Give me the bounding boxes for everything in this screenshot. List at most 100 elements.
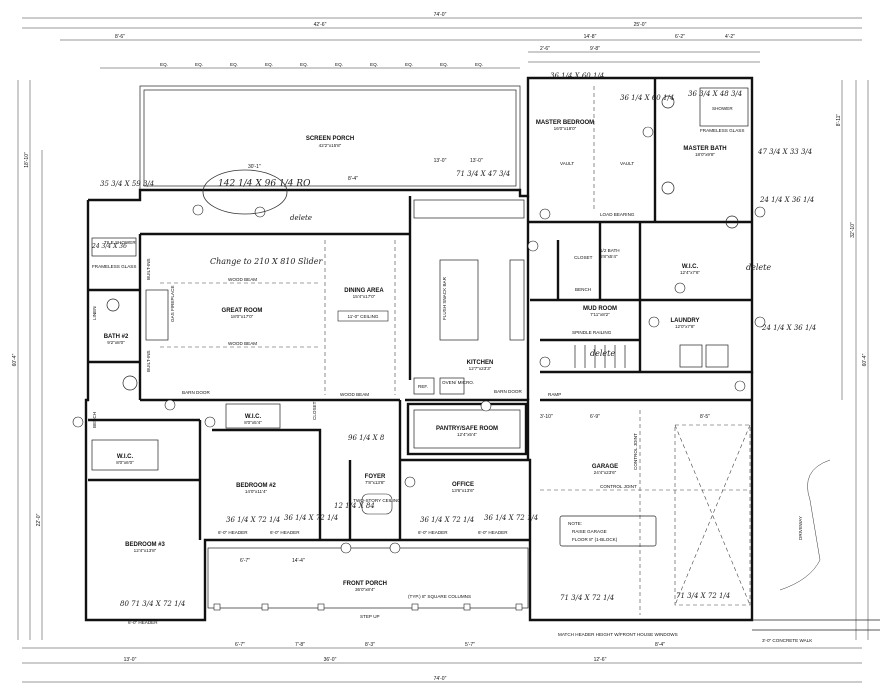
wic-3-name: W.I.C. (117, 454, 134, 460)
dim-top-right: 25'-0" (634, 22, 647, 28)
ref-label: REF. (418, 384, 428, 389)
office-size: 13'6"x13'6" (452, 488, 475, 493)
half-bath-name: 1/2 BATH (600, 248, 620, 253)
office-name: OFFICE (452, 482, 474, 488)
tile-shower-label: TILE SHOWER (104, 240, 136, 245)
office-header-b: 6'-0" HEADER (478, 530, 508, 535)
hw-master-bed-window2: 36 1/4 X 60 1/4 (620, 94, 674, 102)
oven-micro-label: OVEN/ MICRO. (442, 380, 474, 385)
center-front: FOYER 7'8"x13'8" TWO-STORY CEILING OFFIC… (353, 402, 528, 535)
wic-2-size: 8'0"x5'4" (244, 420, 262, 425)
master-suite: MASTER BEDROOM 16'0"x18'0" VAULT VAULT L… (536, 86, 749, 275)
bottom-dimension-lines: 74'-0" 36'-0" 13'-0" 12'-6" 6'-7" 7'-8" … (22, 642, 862, 683)
wic-master-size: 12'4"x7'6" (680, 270, 700, 275)
bedroom-3-name: BEDROOM #3 (125, 542, 165, 548)
barn-door-label-1: BARN DOOR (182, 390, 211, 395)
dim-13-0-b: 13'-0" (470, 158, 483, 164)
control-joint-label-1: CONTROL JOINT (600, 484, 637, 489)
right-dimension-lines: 60'-4" 32'-10" 8'-11" (836, 80, 869, 640)
hw-bath-window-1: 36 3/4 X 48 3/4 (688, 90, 742, 98)
dim-14-8: 14'-8" (584, 34, 597, 40)
dim-22-0: 22'-0" (36, 513, 42, 526)
dining-area-size: 15'4"x17'0" (353, 294, 376, 299)
note-line1: RAISE GARAGE (572, 529, 607, 534)
hw-bed2-window-b: 36 1/4 X 72 1/4 (284, 514, 338, 522)
driveway-label: DRIVEWAY (798, 516, 803, 540)
built-ins-label-2: BUILT-INS (146, 350, 151, 372)
half-bath-size: 5'8"x5'4" (600, 254, 618, 259)
svg-text:EQ.: EQ. (475, 62, 483, 67)
dim-7-8: 7'-8" (295, 642, 305, 648)
ceiling-label: 11'-0" CEILING (347, 314, 378, 319)
dim-2-6: 2'-6" (540, 46, 550, 52)
bench-label: BENCH (575, 287, 591, 292)
svg-text:EQ.: EQ. (160, 62, 168, 67)
dim-8-4-b: 8'-4" (348, 176, 358, 182)
wood-beam-label-1: WOOD BEAM (228, 277, 257, 282)
closet-label-2: CLOSET (312, 401, 317, 420)
pantry-name: PANTRY/SAFE ROOM (436, 426, 498, 432)
vault-label-2: VAULT (620, 161, 634, 166)
laundry-size: 12'0"x7'8" (675, 324, 695, 329)
hw-stair-note: 96 1/4 X 8 (348, 434, 385, 442)
dim-5-7: 5'-7" (465, 642, 475, 648)
front-porch-size: 36'0"x8'4" (355, 587, 375, 592)
dim-top-left: 42'-6" (314, 22, 327, 28)
dim-6-7: 6'-7" (235, 642, 245, 648)
hw-master-bed-window: 36 1/4 X 60 1/4 (550, 72, 604, 80)
hw-garage-window-b: 71 3/4 X 72 1/4 (676, 592, 730, 600)
bed2-header-b: 6'-0" HEADER (270, 530, 300, 535)
wic-2-name: W.I.C. (245, 414, 262, 420)
dim-6-9: 6'-9" (590, 414, 600, 420)
bedroom-2-name: BEDROOM #2 (236, 483, 276, 489)
svg-text:EQ.: EQ. (195, 62, 203, 67)
dim-6-7-b: 6'-7" (240, 558, 250, 564)
kitchen-name: KITCHEN (467, 360, 494, 366)
hw-office-window-a: 36 1/4 X 72 1/4 (420, 516, 474, 524)
front-porch: FRONT PORCH 36'0"x8'4" (TYP.) 8" SQUARE … (207, 547, 529, 619)
dim-left-height: 60'-4" (12, 353, 18, 366)
interior-dims: 13'-0" 6'-9" 8'-5" 3'-10" 8'-4" 30'-1" (248, 158, 710, 420)
bath-2-size: 9'2"x8'0" (107, 340, 125, 345)
hw-kitchen-window: 71 3/4 X 47 3/4 (456, 170, 510, 178)
note-line2: FLOOR 8" (1-BLOCK) (572, 537, 618, 542)
bedroom-2-size: 14'0"x11'4" (245, 489, 268, 494)
bedroom-3-size: 12'4"x13'8" (134, 548, 157, 553)
dim-18-10: 18'-10" (24, 152, 30, 168)
note-title: NOTE: (568, 521, 582, 526)
load-bearing-label: LOAD BEARING (600, 212, 635, 217)
foyer-name: FOYER (365, 474, 386, 480)
mud-laundry: MUD ROOM 7'11"x8'2" BENCH SPINDLE RAILIN… (548, 255, 729, 397)
control-joint-label-2: CONTROL JOINT (633, 433, 638, 470)
wic-master-name: W.I.C. (682, 264, 699, 270)
master-bedroom-name: MASTER BEDROOM (536, 120, 594, 126)
callout-tags (72, 126, 766, 554)
dim-right-height: 60'-4" (862, 353, 868, 366)
kitchen-size: 12'7"x23'3" (469, 366, 492, 371)
svg-text:EQ.: EQ. (440, 62, 448, 67)
left-wing: TILE SHOWER FRAMELESS GLASS BATH #2 9'2"… (91, 237, 317, 625)
dim-4-2: 4'-2" (725, 34, 735, 40)
dim-bottom-right: 12'-6" (594, 657, 607, 663)
spindle-railing-label: SPINDLE RAILING (572, 330, 612, 335)
svg-text:EQ.: EQ. (405, 62, 413, 67)
living-core: GREAT ROOM 18'0"x17'0" WOOD BEAM WOOD BE… (145, 199, 525, 397)
hw-delete-2: delete (746, 263, 771, 272)
dim-6-2: 6'-2" (675, 34, 685, 40)
top-dimension-lines: 74'-0" 42'-6" 25'-0" 8'-6" 14'-8" 6'-2" … (22, 12, 862, 69)
svg-text:EQ.: EQ. (370, 62, 378, 67)
laundry-name: LAUNDRY (670, 318, 699, 324)
dim-overall-bottom: 74'-0" (434, 676, 447, 682)
dim-3-10: 3'-10" (540, 414, 553, 420)
master-bath-name: MASTER BATH (683, 146, 726, 152)
square-columns-label: (TYP.) 8" SQUARE COLUMNS (408, 594, 471, 599)
two-story-label: TWO-STORY CEILING (353, 498, 401, 503)
dim-bottom-left: 13'-0" (124, 657, 137, 663)
ramp-label: RAMP (548, 392, 561, 397)
bed2-header-a: 6'-0" HEADER (218, 530, 248, 535)
screen-porch-size: 42'2"x15'8" (319, 143, 342, 148)
wood-beam-label-2: WOOD BEAM (228, 341, 257, 346)
hw-bath-window-2: 47 3/4 X 33 3/4 (757, 148, 812, 156)
handwritten-markup: 142 1/4 X 96 1/4 RO Change to 210 X 810 … (91, 72, 816, 608)
